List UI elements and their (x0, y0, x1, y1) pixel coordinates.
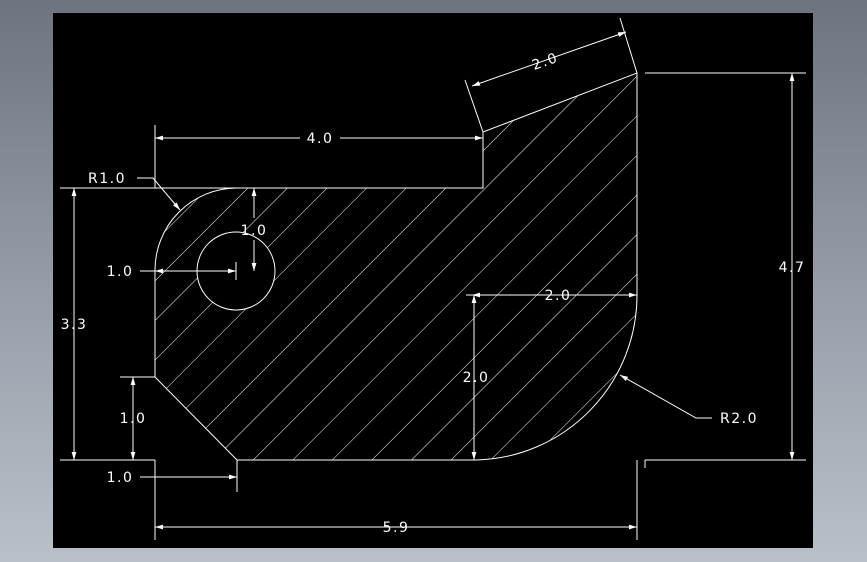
part-outline (154, 72, 638, 461)
dim-text-fillet-left-radius: R1.0 (88, 171, 126, 187)
dim-text-left-height: 3.3 (61, 317, 88, 333)
dim-text-fillet-right-radius: R2.0 (720, 411, 758, 427)
dim-text-top-width: 4.0 (307, 131, 334, 147)
dim-text-overall-width: 5.9 (383, 520, 410, 536)
dim-text-arc-vertical: 2.0 (463, 370, 490, 386)
ext-line (464, 79, 484, 133)
dim-line-top-angled (471, 31, 627, 87)
ext-line (619, 17, 638, 74)
dim-text-top-angled: 2.0 (530, 50, 561, 74)
drawing-viewport[interactable]: 2.0 4.0 R1.0 1.0 1.0 3.3 4.7 2.0 2.0 R2.… (53, 13, 813, 548)
dim-text-chamfer-vertical: 1.0 (120, 411, 147, 427)
cad-drawing: 2.0 4.0 R1.0 1.0 1.0 3.3 4.7 2.0 2.0 R2.… (60, 17, 806, 540)
dim-text-hole-horizontal: 1.0 (107, 264, 134, 280)
leader-fillet-left (137, 177, 181, 211)
dim-text-right-height: 4.7 (779, 260, 806, 276)
part-hatch (155, 73, 637, 460)
dim-text-arc-horizontal: 2.0 (545, 288, 572, 304)
dim-text-hole-vertical: 1.0 (241, 223, 268, 239)
dim-text-chamfer-horizontal: 1.0 (107, 470, 134, 486)
leader-fillet-right (619, 374, 712, 419)
